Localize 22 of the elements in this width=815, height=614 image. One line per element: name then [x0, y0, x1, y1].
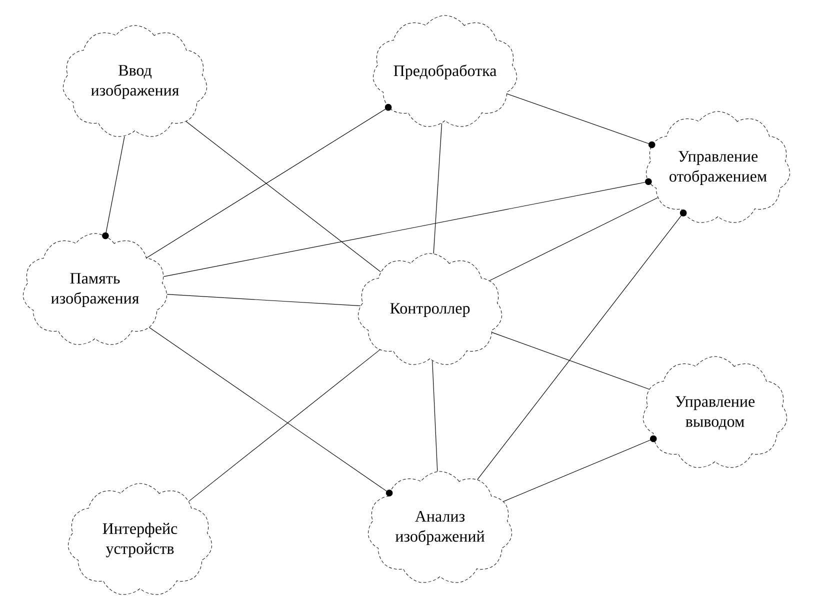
cloud-node: Интерфейс устройств [68, 483, 212, 595]
cloud-node: Анализ изображений [368, 471, 512, 583]
connector-line [506, 94, 656, 148]
connector-line [433, 123, 442, 254]
connector-line [102, 136, 125, 240]
connector-line [490, 197, 658, 281]
connector-line [186, 121, 381, 272]
cloud-node: Память изображения [23, 233, 167, 345]
cloud-node: Контроллер [358, 253, 502, 365]
connector-line [164, 178, 652, 277]
connector-line [503, 435, 657, 502]
connector-line [492, 332, 650, 390]
cloud-node: Управление отображением [646, 111, 790, 223]
cloud-node: Ввод изображения [63, 25, 207, 137]
connector-line [188, 350, 380, 502]
connector-line [477, 210, 687, 480]
connector-line [166, 294, 361, 306]
connector-line [149, 327, 393, 496]
cloud-node: Предобработка [373, 15, 517, 127]
connector-line [146, 104, 392, 258]
connector-line [432, 360, 438, 472]
cloud-node: Управление выводом [643, 356, 787, 468]
